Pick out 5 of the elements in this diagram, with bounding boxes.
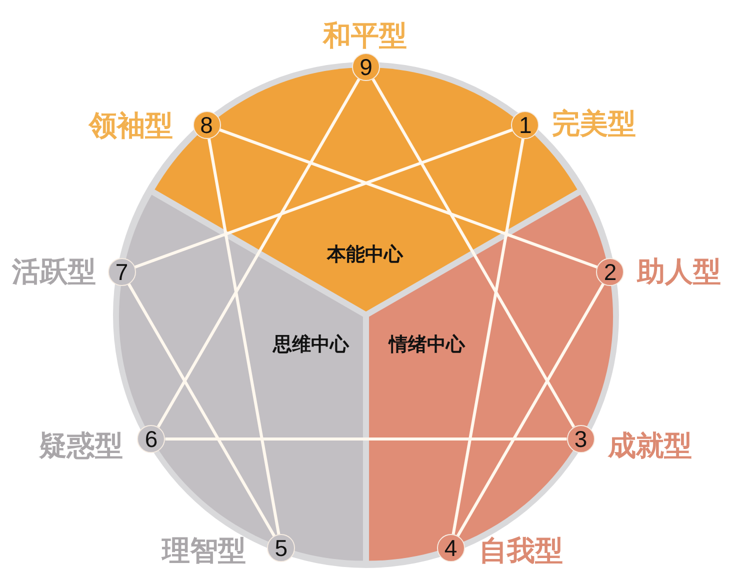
type-label: 活跃型 xyxy=(12,258,96,286)
type-label: 疑惑型 xyxy=(39,432,123,460)
type-label: 助人型 xyxy=(637,258,721,286)
type-label: 和平型 xyxy=(323,22,407,50)
type-label: 成就型 xyxy=(608,432,692,460)
